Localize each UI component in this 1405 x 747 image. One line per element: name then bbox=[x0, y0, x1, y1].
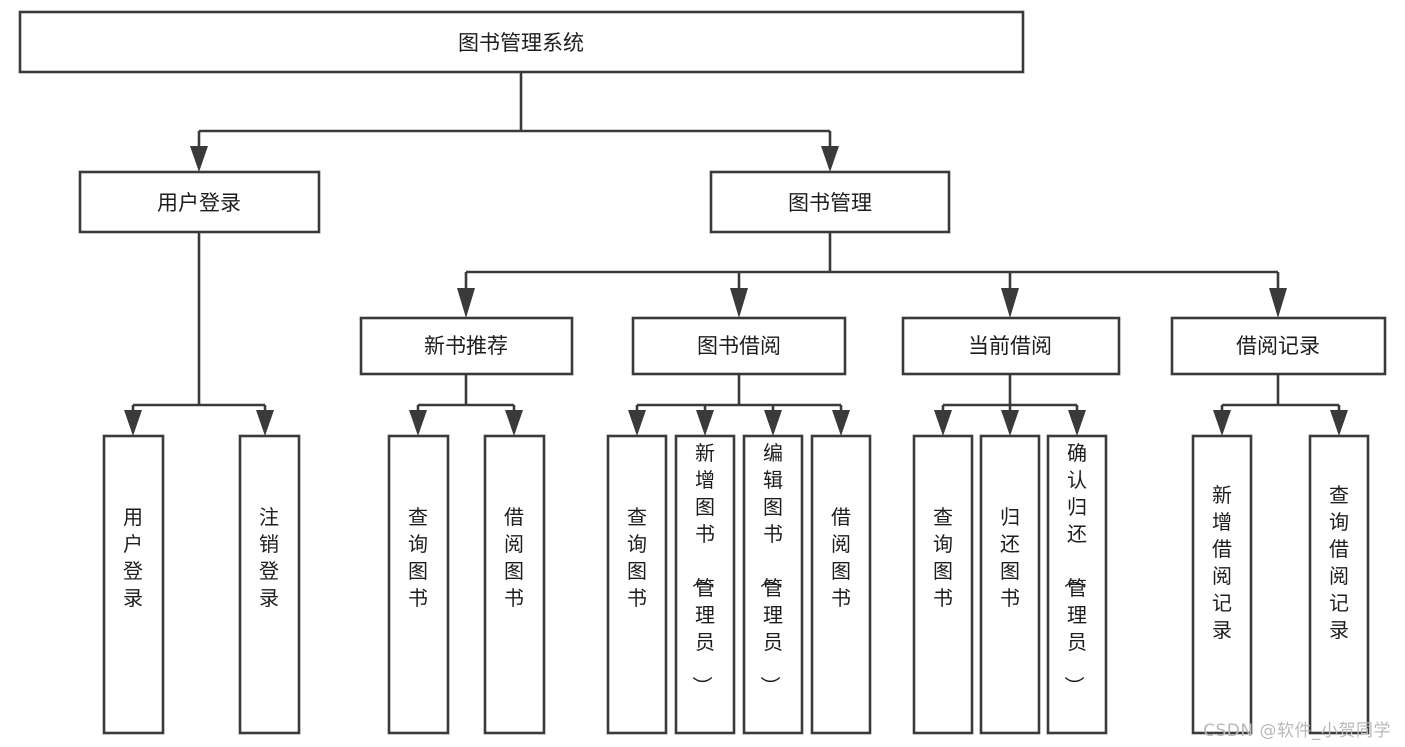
node-box[interactable] bbox=[1046, 434, 1108, 735]
node-label: 确认归还（管理员） bbox=[1062, 441, 1087, 696]
leaf-book-borrow-add-book-admin[interactable]: 新增图书（管理员） bbox=[674, 434, 736, 735]
node-box[interactable] bbox=[606, 434, 668, 735]
arrowhead-leaf-bookborrow-3 bbox=[764, 410, 782, 436]
arrowhead-leaf-borrowrecord-1 bbox=[1213, 410, 1231, 436]
leaf-book-borrow-borrow-book[interactable]: 借阅图书 bbox=[810, 434, 872, 735]
arrowhead-to-book-manage bbox=[821, 146, 839, 172]
node-box[interactable] bbox=[810, 434, 872, 735]
node-label: 借阅记录 bbox=[1236, 334, 1320, 358]
node-box[interactable] bbox=[709, 170, 951, 234]
node-box[interactable] bbox=[1191, 434, 1253, 735]
node-borrow-record[interactable]: 借阅记录 bbox=[1170, 316, 1387, 376]
arrowhead-to-user-login bbox=[190, 146, 208, 172]
arrowhead-leaf-bookborrow-1 bbox=[628, 410, 646, 436]
arrowhead-leaf-currentborrow-2 bbox=[1001, 410, 1019, 436]
node-box[interactable] bbox=[1308, 434, 1370, 735]
node-box[interactable] bbox=[359, 316, 574, 376]
node-label: 借阅图书 bbox=[831, 505, 851, 610]
node-book-borrow[interactable]: 图书借阅 bbox=[631, 316, 847, 376]
node-label: 图书管理系统 bbox=[458, 31, 584, 55]
arrowhead-to-current-borrow bbox=[1001, 288, 1019, 318]
node-box[interactable] bbox=[631, 316, 847, 376]
node-box[interactable] bbox=[387, 434, 450, 735]
node-user-login[interactable]: 用户登录 bbox=[78, 170, 321, 234]
leaf-book-borrow-edit-book-admin[interactable]: 编辑图书（管理员） bbox=[742, 434, 804, 735]
node-box[interactable] bbox=[742, 434, 804, 735]
arrowhead-leaf-newbook-1 bbox=[409, 410, 427, 436]
leaf-borrow-record-add-record[interactable]: 新增借阅记录 bbox=[1191, 434, 1253, 735]
leaf-current-borrow-query-book[interactable]: 查询图书 bbox=[912, 434, 974, 735]
node-label: 用户登录 bbox=[157, 191, 241, 215]
node-box[interactable] bbox=[979, 434, 1041, 735]
node-label: 新增借阅记录 bbox=[1212, 483, 1232, 642]
node-label: 查询图书 bbox=[627, 505, 647, 610]
node-label: 图书管理 bbox=[788, 191, 872, 215]
csdn-watermark: CSDN @软件_小贺同学 bbox=[1203, 721, 1391, 741]
node-label: 归还图书 bbox=[1000, 505, 1020, 610]
arrowhead-leaf-bookborrow-2 bbox=[696, 410, 714, 436]
leaf-borrow-record-query-record[interactable]: 查询借阅记录 bbox=[1308, 434, 1370, 735]
node-book-management[interactable]: 图书管理 bbox=[709, 170, 951, 234]
node-label: 图书借阅 bbox=[697, 334, 781, 358]
node-box[interactable] bbox=[674, 434, 736, 735]
node-label: 查询图书 bbox=[408, 505, 428, 610]
arrowhead-leaf-newbook-2 bbox=[505, 410, 523, 436]
node-new-book-recommend[interactable]: 新书推荐 bbox=[359, 316, 574, 376]
node-label: 用户登录 bbox=[123, 505, 143, 610]
arrowhead-leaf-user-login-2 bbox=[256, 410, 274, 436]
node-label: 借阅图书 bbox=[504, 505, 524, 610]
leaf-new-book-borrow-book[interactable]: 借阅图书 bbox=[483, 434, 546, 735]
node-label: 注销登录 bbox=[259, 505, 279, 610]
arrowhead-leaf-user-login-1 bbox=[124, 410, 142, 436]
node-box[interactable] bbox=[78, 170, 321, 234]
node-label: 编辑图书（管理员） bbox=[758, 441, 783, 696]
node-label: 新书推荐 bbox=[424, 334, 508, 358]
node-box[interactable] bbox=[1170, 316, 1387, 376]
leaf-current-borrow-return-book[interactable]: 归还图书 bbox=[979, 434, 1041, 735]
node-label: 当前借阅 bbox=[968, 334, 1052, 358]
arrowhead-leaf-currentborrow-3 bbox=[1068, 410, 1086, 436]
node-root-book-management-system[interactable]: 图书管理系统 bbox=[18, 10, 1025, 74]
node-box[interactable] bbox=[102, 434, 165, 735]
node-current-borrow[interactable]: 当前借阅 bbox=[901, 316, 1121, 376]
leaf-new-book-query-book[interactable]: 查询图书 bbox=[387, 434, 450, 735]
node-box[interactable] bbox=[238, 434, 301, 735]
leaf-user-login-login[interactable]: 用户登录 bbox=[102, 434, 165, 735]
node-box[interactable] bbox=[901, 316, 1121, 376]
node-label: 查询借阅记录 bbox=[1329, 483, 1349, 642]
leaf-current-borrow-confirm-return-admin[interactable]: 确认归还（管理员） bbox=[1046, 434, 1108, 735]
node-label: 查询图书 bbox=[933, 505, 953, 610]
leaf-book-borrow-query-book[interactable]: 查询图书 bbox=[606, 434, 668, 735]
node-box[interactable] bbox=[18, 10, 1025, 74]
arrowhead-leaf-bookborrow-4 bbox=[832, 410, 850, 436]
leaf-user-login-logout[interactable]: 注销登录 bbox=[238, 434, 301, 735]
arrowhead-leaf-currentborrow-1 bbox=[934, 410, 952, 436]
edge-layer bbox=[124, 72, 1348, 436]
node-box[interactable] bbox=[912, 434, 974, 735]
arrowhead-leaf-borrowrecord-2 bbox=[1330, 410, 1348, 436]
node-box[interactable] bbox=[483, 434, 546, 735]
arrowhead-to-new-book bbox=[457, 288, 475, 318]
node-label: 新增图书（管理员） bbox=[690, 441, 715, 696]
arrowhead-to-book-borrow bbox=[730, 288, 748, 318]
arrowhead-to-borrow-record bbox=[1269, 288, 1287, 318]
